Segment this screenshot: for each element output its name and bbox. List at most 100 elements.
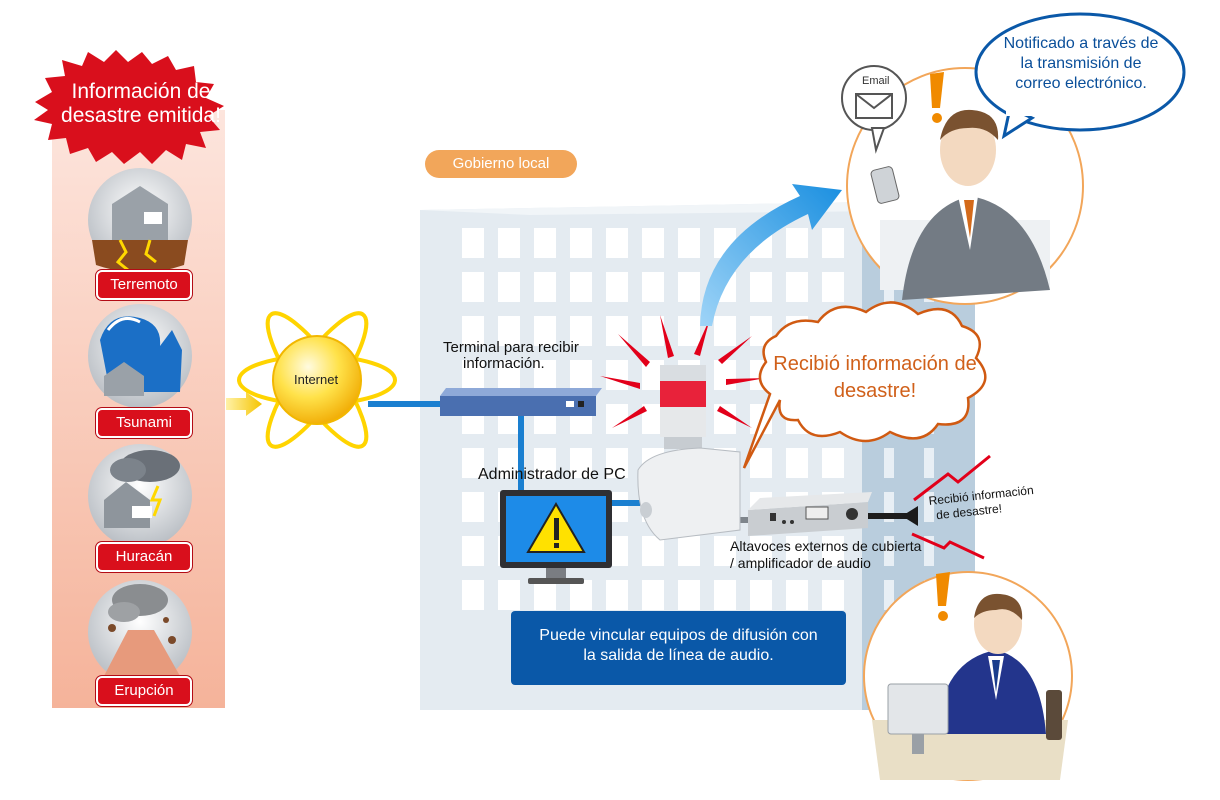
building-window [750, 272, 772, 302]
building-window [642, 580, 664, 610]
alert-title-line1: Información de [71, 80, 211, 103]
building-window [570, 228, 592, 258]
terminal-label: Terminal para recibir información. [443, 340, 579, 372]
building-window [822, 448, 844, 478]
hazard-tsunami [88, 304, 192, 408]
email-icon-label: Email [862, 75, 890, 87]
building-window [534, 316, 556, 346]
alarm-rays [600, 315, 766, 428]
email-person-circle [846, 67, 1084, 305]
building-side-window [924, 536, 934, 566]
building-window [714, 404, 736, 434]
building-side-window [884, 492, 894, 522]
building-window [822, 228, 844, 258]
email-icon [841, 65, 907, 154]
building-window [570, 360, 592, 390]
alert-title: Información de desastre emitida! [50, 80, 232, 128]
building-window [462, 316, 484, 346]
amplifier [748, 492, 872, 536]
internet-label: Internet [294, 372, 339, 387]
building-window [678, 228, 700, 258]
amplifier-label-line1: Altavoces externos de cubierta [730, 538, 922, 554]
building-window [570, 316, 592, 346]
building-window [606, 580, 628, 610]
hazard-earthquake [88, 168, 192, 273]
building-window [498, 448, 520, 478]
building-window [822, 272, 844, 302]
hazard-label-tsunami: Tsunami [96, 408, 192, 438]
building-window [462, 492, 484, 522]
building-window [750, 536, 772, 566]
building-window [714, 536, 736, 566]
building-window [606, 448, 628, 478]
hazard-eruption [88, 580, 192, 684]
building-window [678, 316, 700, 346]
building-side-window [924, 448, 934, 478]
building-side-window [884, 580, 894, 610]
building-window [462, 448, 484, 478]
building-window [714, 580, 736, 610]
building-window [570, 272, 592, 302]
building-side-window [884, 448, 894, 478]
building-window [642, 360, 664, 390]
building-window [642, 404, 664, 434]
building-window [606, 404, 628, 434]
info-box [511, 611, 846, 685]
info-box-line1: Puede vincular equipos de difusión con [539, 627, 818, 644]
speaker-horn [902, 506, 918, 526]
building-window [786, 228, 808, 258]
terminal-device [440, 388, 602, 416]
building-window [750, 316, 772, 346]
internet-globe [237, 311, 397, 449]
speech-bubble-line1: Recibió información de [773, 353, 977, 375]
incoming-arrow [226, 392, 262, 416]
building-window [498, 228, 520, 258]
building-window [678, 536, 700, 566]
email-oval [974, 12, 1186, 132]
building-window [534, 272, 556, 302]
email-oval-line3: correo electrónico. [1015, 75, 1147, 92]
zigzag-lower [911, 532, 985, 560]
building-window [750, 580, 772, 610]
building-window [642, 228, 664, 258]
building-window [750, 448, 772, 478]
building-window [570, 448, 592, 478]
building-side-window [924, 492, 934, 522]
signal-tower [637, 365, 741, 541]
building-window [786, 448, 808, 478]
building-window [786, 580, 808, 610]
speech-bubble-line2: desastre! [833, 380, 917, 402]
hazard-label-erupcion: Erupción [96, 676, 192, 706]
email-oval-line2: la transmisión de [1020, 55, 1142, 72]
building-window [498, 580, 520, 610]
building-window [714, 360, 736, 390]
hazard-hurricane [88, 444, 192, 548]
building-window [822, 536, 844, 566]
pc-monitor [500, 490, 612, 584]
building-window [678, 580, 700, 610]
exclamation-icon-top [930, 72, 944, 123]
zigzag-upper [913, 454, 991, 502]
building-window [822, 580, 844, 610]
amplifier-label: Altavoces externos de cubierta / amplifi… [730, 538, 921, 572]
info-box-text: Puede vincular equipos de difusión con l… [511, 626, 846, 666]
pc-label: Administrador de PC [478, 466, 626, 483]
hazard-label-terremoto: Terremoto [96, 270, 192, 300]
building-window [642, 536, 664, 566]
building-window [534, 580, 556, 610]
notification-arrow [700, 184, 842, 326]
email-oval-text: Notificado a través de la transmisión de… [984, 34, 1178, 94]
building-window [462, 536, 484, 566]
building-window [678, 272, 700, 302]
info-box-line2: la salida de línea de audio. [583, 647, 774, 664]
speech-bubble-text: Recibió información de desastre! [770, 351, 980, 405]
email-oval-tail-mask [1006, 104, 1034, 116]
building-window [642, 316, 664, 346]
building-window [570, 580, 592, 610]
building-window [714, 316, 736, 346]
terminal-label-line2: información. [463, 355, 545, 372]
building-window [462, 228, 484, 258]
building-window [606, 228, 628, 258]
exclamation-icon-bottom [936, 572, 950, 621]
